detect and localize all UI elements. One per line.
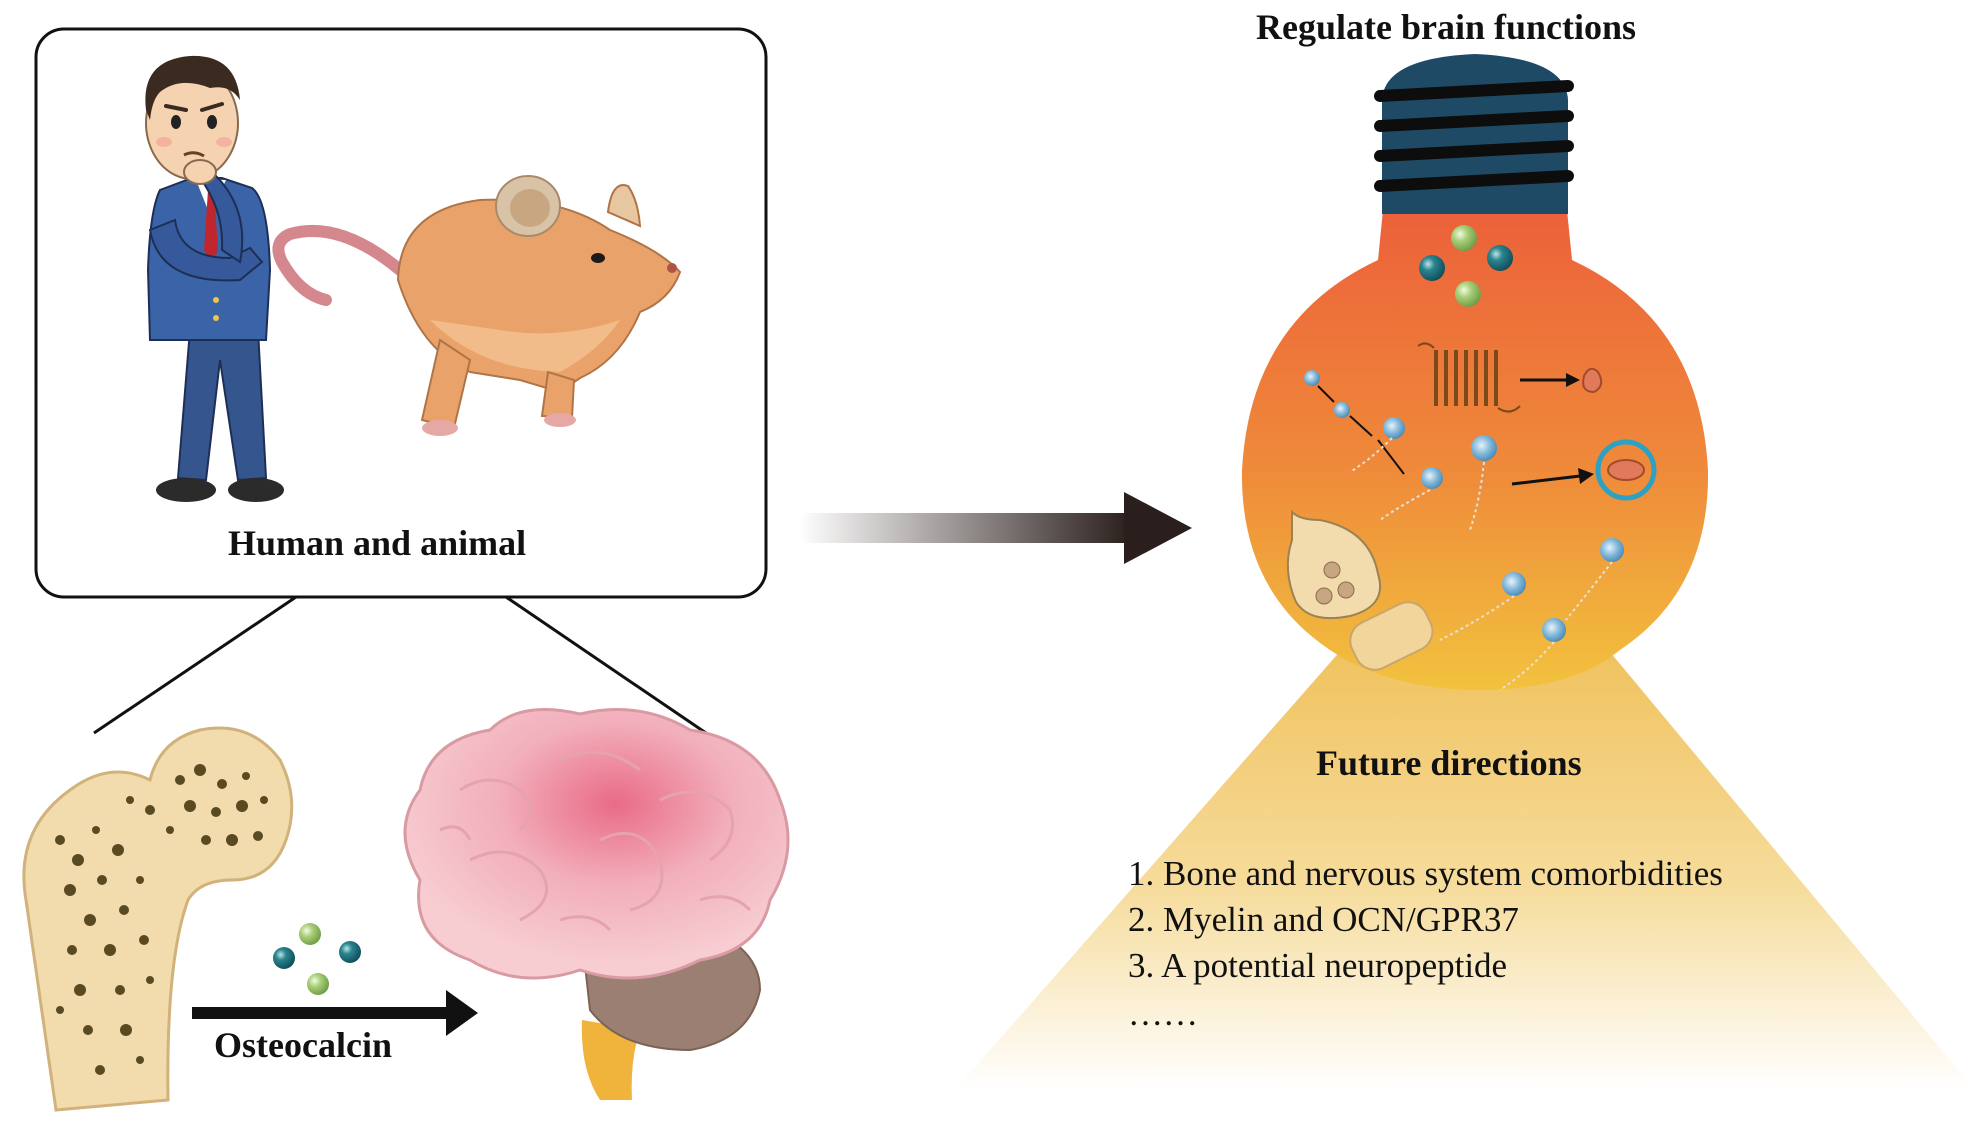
man-illustration: [145, 55, 284, 502]
bone-illustration: [22, 726, 294, 1112]
neuron-cells: [1304, 370, 1657, 691]
human-animal-box: [34, 27, 768, 599]
bulb-title: Regulate brain functions: [1256, 7, 1637, 47]
future-directions-title: Future directions: [1316, 743, 1582, 783]
receptor-motif: [1417, 342, 1603, 413]
human-animal-title: Human and animal: [228, 523, 527, 563]
osteocalcin-molecules: [273, 923, 361, 995]
bulb-base: [1374, 54, 1574, 214]
future-direction-item: 2. Myelin and OCN/GPR37: [1128, 900, 1519, 939]
connector-lines: [93, 595, 707, 735]
osteocalcin-arrow: [192, 990, 478, 1036]
main-transition-arrow: [800, 492, 1192, 564]
osteocalcin-label: Osteocalcin: [214, 1025, 392, 1065]
future-direction-ellipsis: ……: [1128, 994, 1198, 1033]
mouse-illustration: [272, 175, 682, 436]
brain-illustration: [403, 708, 790, 1100]
future-direction-item: 3. A potential neuropeptide: [1128, 946, 1508, 985]
future-direction-item: 1. Bone and nervous system comorbidities: [1128, 854, 1723, 893]
bone-spongy-texture: [55, 764, 268, 1075]
light-beam: [955, 640, 1975, 1090]
brain-gyri: [439, 750, 752, 932]
bulb-molecules: [1419, 225, 1513, 307]
synapse: [1286, 509, 1434, 671]
